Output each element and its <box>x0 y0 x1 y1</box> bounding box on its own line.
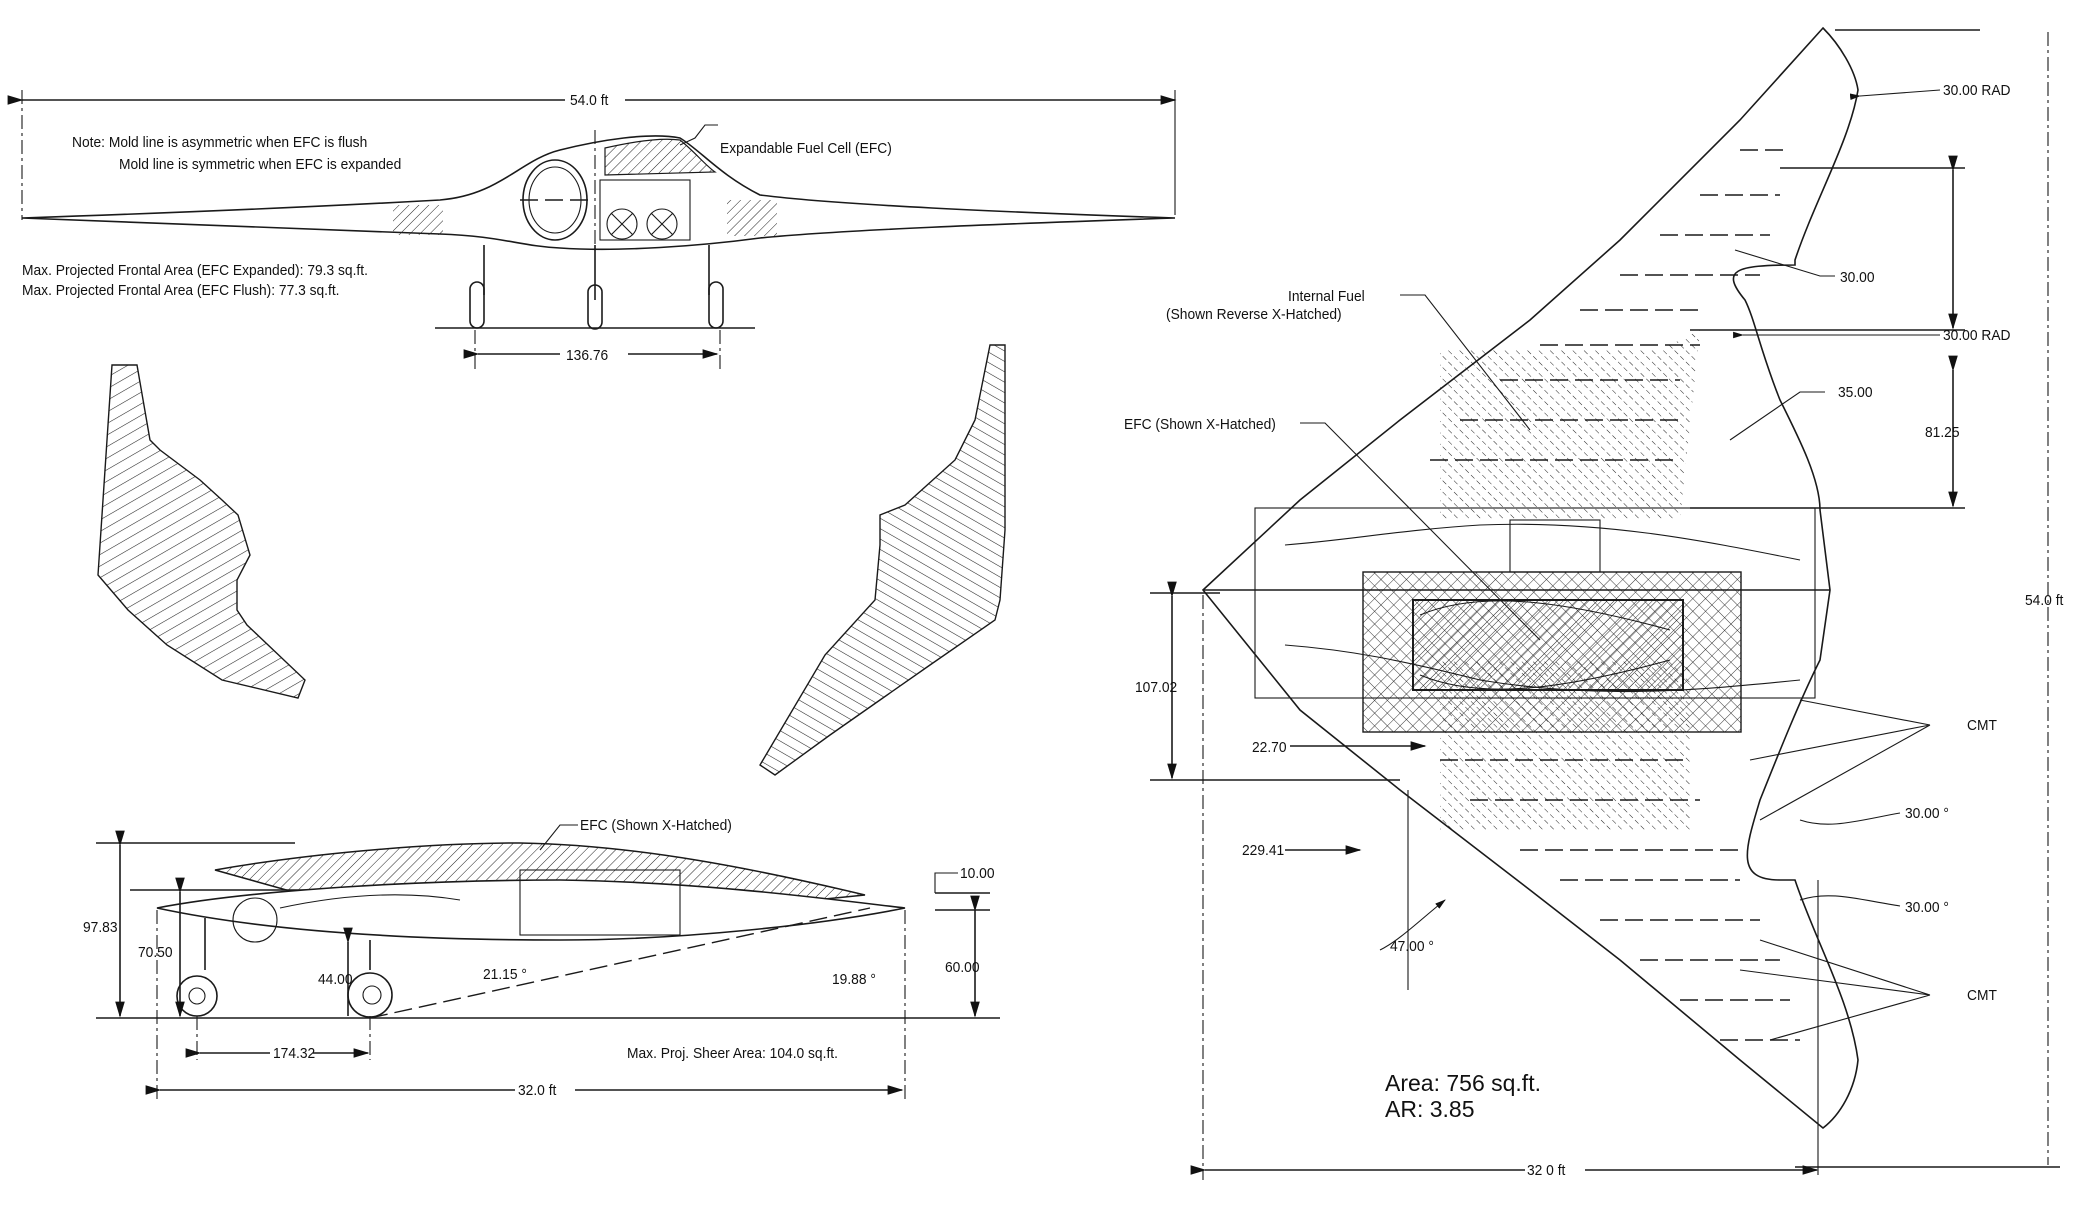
tip-width-leader <box>1734 249 1835 277</box>
inlet-duct-upper <box>1284 523 1801 561</box>
front-gear <box>435 245 755 330</box>
rib-dashes <box>1430 149 1800 1041</box>
front-outline <box>21 135 1176 251</box>
nose-hub <box>188 987 206 1005</box>
planform-tip-width: 30.00 <box>1840 269 1875 286</box>
side-length: 32.0 ft <box>518 1082 557 1099</box>
planform-span: 54.0 ft <box>2025 592 2064 609</box>
internal-fuel-leader <box>1400 294 1531 431</box>
side-aft-height: 60.00 <box>945 959 980 976</box>
engine-bay <box>1412 599 1684 691</box>
efc-side-leader <box>539 824 578 851</box>
planform-mid-width: 35.00 <box>1838 384 1873 401</box>
planform-root-offset: 107.02 <box>1135 679 1178 696</box>
side-height-upper: 70.50 <box>138 944 173 961</box>
cmt-upper-leaders <box>1749 699 1931 821</box>
equipment-bay <box>599 179 691 241</box>
deflection-upper-leader <box>1799 812 1901 825</box>
side-view <box>96 824 1000 1100</box>
main-hub <box>362 985 382 1005</box>
fan-left <box>606 208 638 240</box>
wing-band-left <box>393 205 443 235</box>
cmt-lower-label: CMT <box>1967 987 1997 1004</box>
right-wing-isometric <box>759 344 1006 776</box>
sweep-angle-leader <box>1379 899 1446 951</box>
equipment-module <box>1509 519 1601 573</box>
tip-radius-leader <box>1849 89 1941 101</box>
planform-sweep-angle: 47.00 ° <box>1390 938 1434 955</box>
track-width-label: 136.76 <box>566 347 609 364</box>
inlet-fan <box>232 897 278 943</box>
inlet-duct-lower <box>1284 644 1801 693</box>
internal-fuel-upper <box>1440 330 1700 520</box>
side-efc-callout: EFC (Shown X-Hatched) <box>580 817 732 834</box>
frontal-area-flush: Max. Projected Frontal Area (EFC Flush):… <box>22 282 340 299</box>
cmt-upper-label: CMT <box>1967 717 1997 734</box>
fan-crosses <box>610 212 674 236</box>
tailscrape-line <box>369 907 871 1019</box>
fan-right <box>646 208 678 240</box>
efc-planform-leader <box>1300 422 1541 641</box>
front-efc-callout: Expandable Fuel Cell (EFC) <box>720 140 892 157</box>
nose-wheel <box>176 975 218 1017</box>
front-note-line-1: Note: Mold line is asymmetric when EFC i… <box>72 134 368 151</box>
fuselage-box <box>1254 507 1816 699</box>
wing-band-right <box>727 200 777 236</box>
main-wheel <box>347 972 393 1018</box>
planform-gear-offset: 22.70 <box>1252 739 1287 756</box>
front-span-label: 54.0 ft <box>570 92 609 109</box>
planform-notch-radius: 30.00 RAD <box>1943 327 2011 344</box>
side-ground-clearance: 44.00 <box>318 971 353 988</box>
planform-view <box>1150 26 2060 1180</box>
deflection-upper-label: 30.00 ° <box>1905 805 1949 822</box>
internal-fuel-label-2: (Shown Reverse X-Hatched) <box>1166 306 1342 323</box>
engine-contours <box>1419 600 1671 690</box>
frontal-area-expanded: Max. Projected Frontal Area (EFC Expande… <box>22 262 368 279</box>
planform-cg-station: 229.41 <box>1242 842 1285 859</box>
equipment-outline <box>519 869 681 936</box>
side-sheer-area: Max. Proj. Sheer Area: 104.0 sq.ft. <box>627 1045 838 1062</box>
planform-notch-depth: 81.25 <box>1925 424 1960 441</box>
inlet-line <box>279 894 461 909</box>
isometric-views <box>97 344 1006 776</box>
mid-width-leader <box>1729 391 1825 441</box>
cmt-lower-leaders <box>1739 939 1931 1041</box>
front-view <box>7 90 1177 370</box>
planform-efc-label: EFC (Shown X-Hatched) <box>1124 416 1276 433</box>
efc-offset-leader <box>934 872 958 893</box>
front-note-line-2: Mold line is symmetric when EFC is expan… <box>119 156 402 173</box>
efc-leader <box>679 124 718 146</box>
planform-aspect-ratio: AR: 3.85 <box>1385 1096 1475 1122</box>
deflection-lower-label: 30.00 ° <box>1905 899 1949 916</box>
planform-tip-radius: 30.00 RAD <box>1943 82 2011 99</box>
side-height-total: 97.83 <box>83 919 118 936</box>
internal-fuel-label-1: Internal Fuel <box>1288 288 1365 305</box>
planform-area: Area: 756 sq.ft. <box>1385 1070 1541 1096</box>
planform-length: 32 0 ft <box>1527 1162 1566 1179</box>
efc-hatch-front <box>604 138 717 176</box>
left-wing-isometric <box>97 364 306 699</box>
side-rotation-angle: 21.15 ° <box>483 966 527 983</box>
deflection-lower-leader <box>1799 895 1901 907</box>
side-tailscrape-angle: 19.88 ° <box>832 971 876 988</box>
side-wheelbase: 174.32 <box>273 1045 316 1062</box>
side-efc-offset: 10.00 <box>960 865 995 882</box>
fuselage-side <box>156 879 906 941</box>
